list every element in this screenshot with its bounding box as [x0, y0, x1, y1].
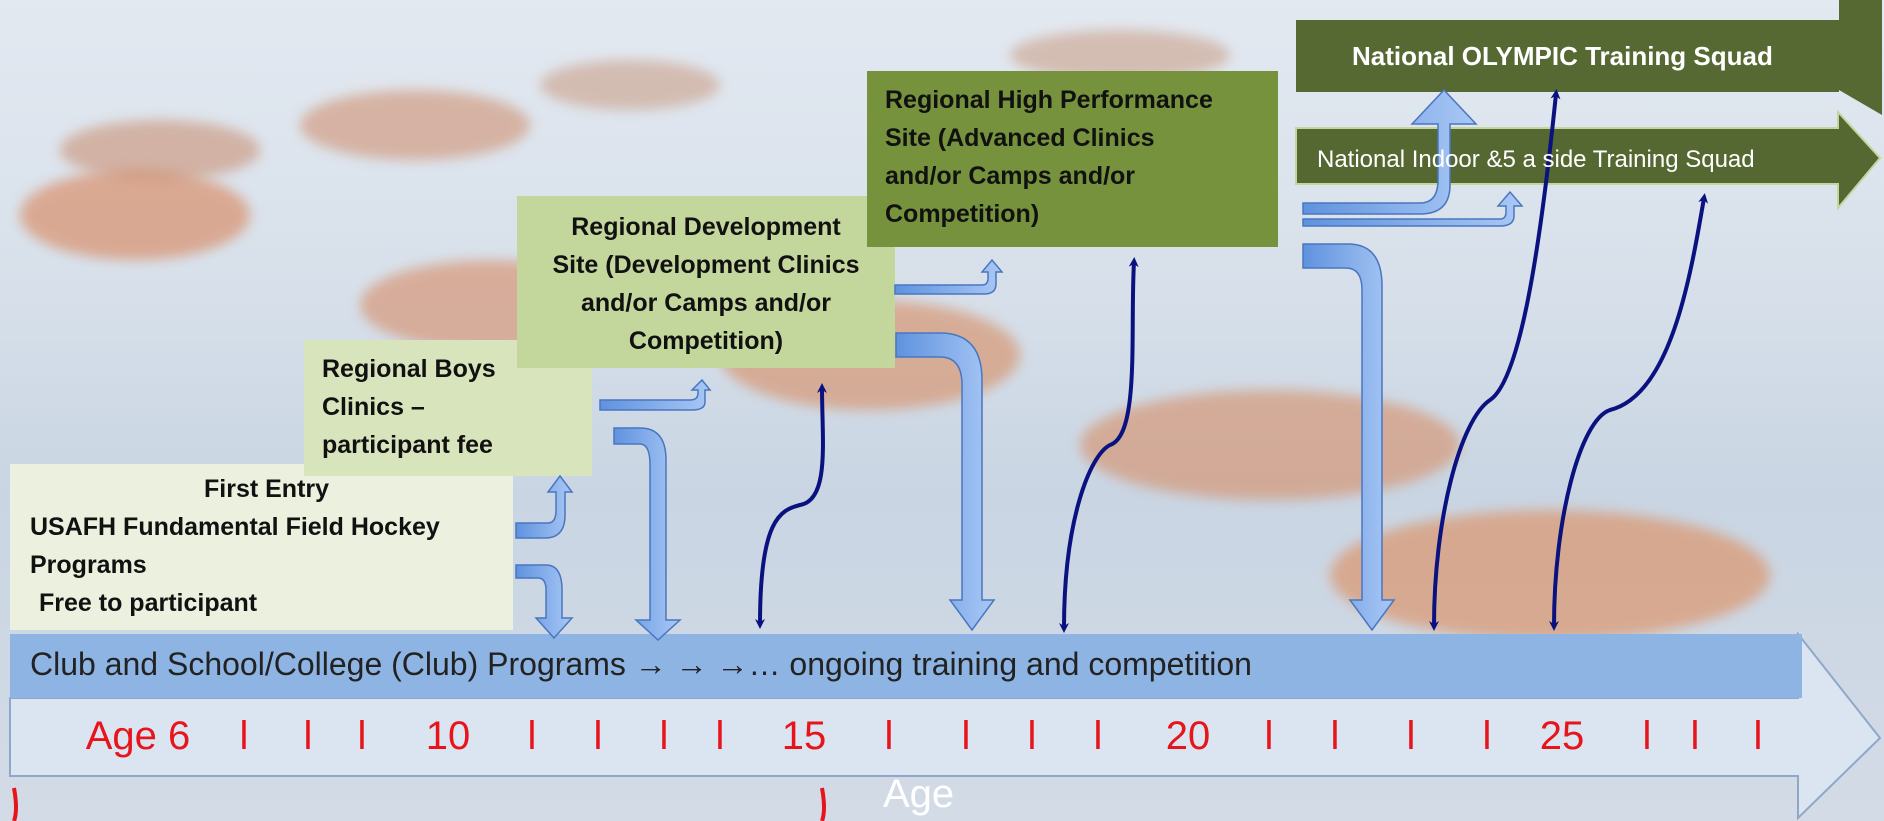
- regional-boys-line3: participant fee: [322, 431, 493, 459]
- age-tick: l: [1482, 714, 1492, 758]
- age-tick: l: [884, 714, 894, 758]
- bracket-mark: [820, 787, 826, 821]
- age-tick: l: [961, 714, 971, 758]
- age-tick: 20: [1165, 714, 1211, 758]
- olympic-squad-arrow: [1296, 0, 1882, 115]
- age-tick: 25: [1539, 714, 1585, 758]
- age-tick: l: [1642, 714, 1652, 758]
- age-tick: l: [1690, 714, 1700, 758]
- age-tick: 15: [781, 714, 827, 758]
- progress-arrow-up: [599, 378, 712, 411]
- first-entry-title: First Entry: [204, 475, 330, 503]
- age-tick: l: [1406, 714, 1416, 758]
- age-tick: Age 6: [85, 714, 191, 758]
- background-stone: [60, 120, 260, 180]
- first-entry-box: First Entry USAFH Fundamental Field Hock…: [10, 464, 513, 630]
- first-entry-line1: USAFH Fundamental Field Hockey: [30, 513, 440, 541]
- age-tick: l: [303, 714, 313, 758]
- olympic-squad-label: National OLYMPIC Training Squad: [1352, 41, 1773, 71]
- age-tick: l: [1753, 714, 1763, 758]
- age-tick: l: [1093, 714, 1103, 758]
- progress-arrow-up: [894, 258, 1004, 295]
- bracket-mark: [12, 787, 18, 821]
- background-stone: [20, 170, 250, 260]
- progress-arrow-up: [515, 474, 574, 539]
- indoor-squad-label: National Indoor &5 a side Training Squad: [1317, 146, 1755, 173]
- age-tick: 10: [425, 714, 471, 758]
- regional-development-box: Regional Development Site (Development C…: [517, 196, 895, 368]
- regional-development-line3: and/or Camps and/or: [580, 289, 832, 317]
- regional-boys-box: Regional Boys Clinics – participant fee: [304, 340, 592, 476]
- background-stone: [540, 60, 720, 110]
- link-arrow-double: [1549, 193, 1709, 631]
- progress-arrow-down: [1302, 243, 1396, 632]
- link-arrow-double: [1429, 89, 1561, 631]
- background-stone: [300, 90, 530, 160]
- regional-boys-line1: Regional Boys: [322, 355, 496, 383]
- link-arrow-double: [755, 383, 828, 629]
- background-stone: [1080, 390, 1460, 500]
- high-performance-line2: Site (Advanced Clinics: [885, 124, 1155, 152]
- regional-boys-line2: Clinics –: [322, 393, 425, 421]
- regional-development-line2: Site (Development Clinics: [552, 251, 860, 279]
- age-tick: l: [715, 714, 725, 758]
- age-tick: l: [1027, 714, 1037, 758]
- progress-arrow-down: [613, 427, 682, 642]
- programs-band: [10, 634, 1802, 698]
- regional-high-performance-box: Regional High Performance Site (Advanced…: [867, 71, 1278, 247]
- high-performance-line1: Regional High Performance: [885, 86, 1213, 114]
- age-tick: l: [1264, 714, 1274, 758]
- progress-arrow-down: [895, 332, 996, 632]
- age-tick: l: [659, 714, 669, 758]
- link-arrow-double: [1059, 257, 1139, 633]
- high-performance-line3: and/or Camps and/or: [885, 162, 1136, 190]
- first-entry-line2: Programs: [30, 551, 147, 579]
- regional-development-line1: Regional Development: [571, 213, 841, 241]
- age-tick: l: [527, 714, 537, 758]
- first-entry-line3: Free to participant: [39, 589, 258, 617]
- progress-arrow-down: [515, 564, 574, 640]
- programs-text: Club and School/College (Club) Programs …: [30, 646, 1252, 682]
- age-tick: l: [1330, 714, 1340, 758]
- regional-development-line4: Competition): [628, 327, 784, 355]
- age-tick: l: [357, 714, 367, 758]
- age-tick: l: [593, 714, 603, 758]
- high-performance-line4: Competition): [885, 200, 1040, 228]
- axis-title: Age: [883, 772, 955, 816]
- age-tick: l: [239, 714, 249, 758]
